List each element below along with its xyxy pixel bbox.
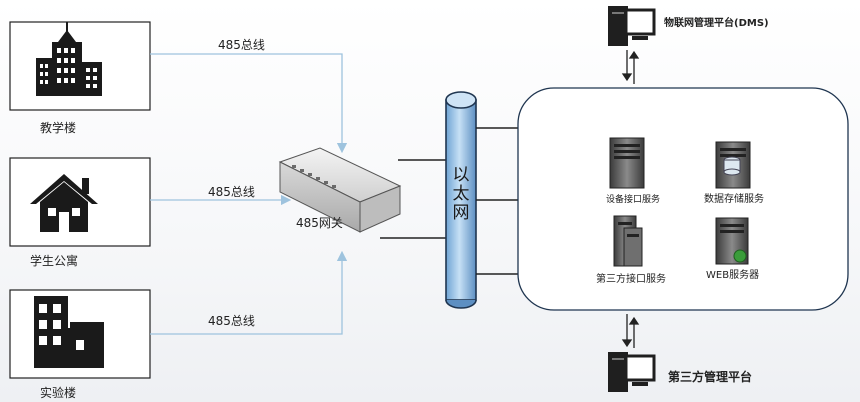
bus-label-middle: 485总线 bbox=[208, 185, 255, 199]
ethernet-links bbox=[476, 127, 518, 275]
house-icon bbox=[30, 174, 98, 232]
web-server-icon bbox=[715, 217, 749, 265]
bus-lines bbox=[150, 53, 348, 335]
bus-label-bottom: 485总线 bbox=[208, 314, 255, 328]
server-cluster-box bbox=[517, 87, 849, 311]
third-party-link-arrows bbox=[621, 314, 640, 348]
iot-platform-computer-icon bbox=[608, 6, 656, 46]
teaching-building-label: 教学楼 bbox=[40, 121, 77, 135]
lab-building-box bbox=[9, 289, 151, 379]
ethernet-char-2: 太 bbox=[452, 184, 470, 204]
data-storage-label: 数据存储服务 bbox=[704, 194, 764, 205]
ethernet-char-3: 网 bbox=[452, 203, 470, 223]
data-storage-server-icon bbox=[715, 141, 751, 189]
office-building-icon bbox=[36, 22, 102, 96]
bus-label-top: 485总线 bbox=[218, 38, 265, 52]
lab-building-label: 实验楼 bbox=[40, 386, 77, 400]
web-server-label: WEB服务器 bbox=[706, 270, 760, 281]
dorm-building-box bbox=[9, 157, 151, 247]
ethernet-pipe bbox=[445, 91, 477, 309]
third-party-interface-label: 第三方接口服务 bbox=[596, 274, 666, 285]
teaching-building-box bbox=[9, 21, 151, 111]
gateway-links bbox=[380, 159, 448, 239]
ethernet-label: 以 太 网 bbox=[446, 166, 476, 223]
iot-link-arrows bbox=[621, 50, 640, 84]
dorm-building-label: 学生公寓 bbox=[30, 254, 79, 268]
third-party-platform-label: 第三方管理平台 bbox=[668, 370, 753, 384]
third-party-computer-icon bbox=[608, 352, 656, 392]
device-interface-label: 设备接口服务 bbox=[606, 195, 661, 205]
device-interface-server-icon bbox=[609, 137, 645, 189]
gateway-label: 485网关 bbox=[296, 216, 343, 230]
third-party-interface-server-icon bbox=[613, 215, 643, 267]
factory-building-icon bbox=[34, 296, 104, 368]
ethernet-char-1: 以 bbox=[452, 165, 470, 185]
iot-platform-label: 物联网管理平台(DMS) bbox=[664, 18, 769, 29]
gateway-device bbox=[278, 147, 402, 233]
